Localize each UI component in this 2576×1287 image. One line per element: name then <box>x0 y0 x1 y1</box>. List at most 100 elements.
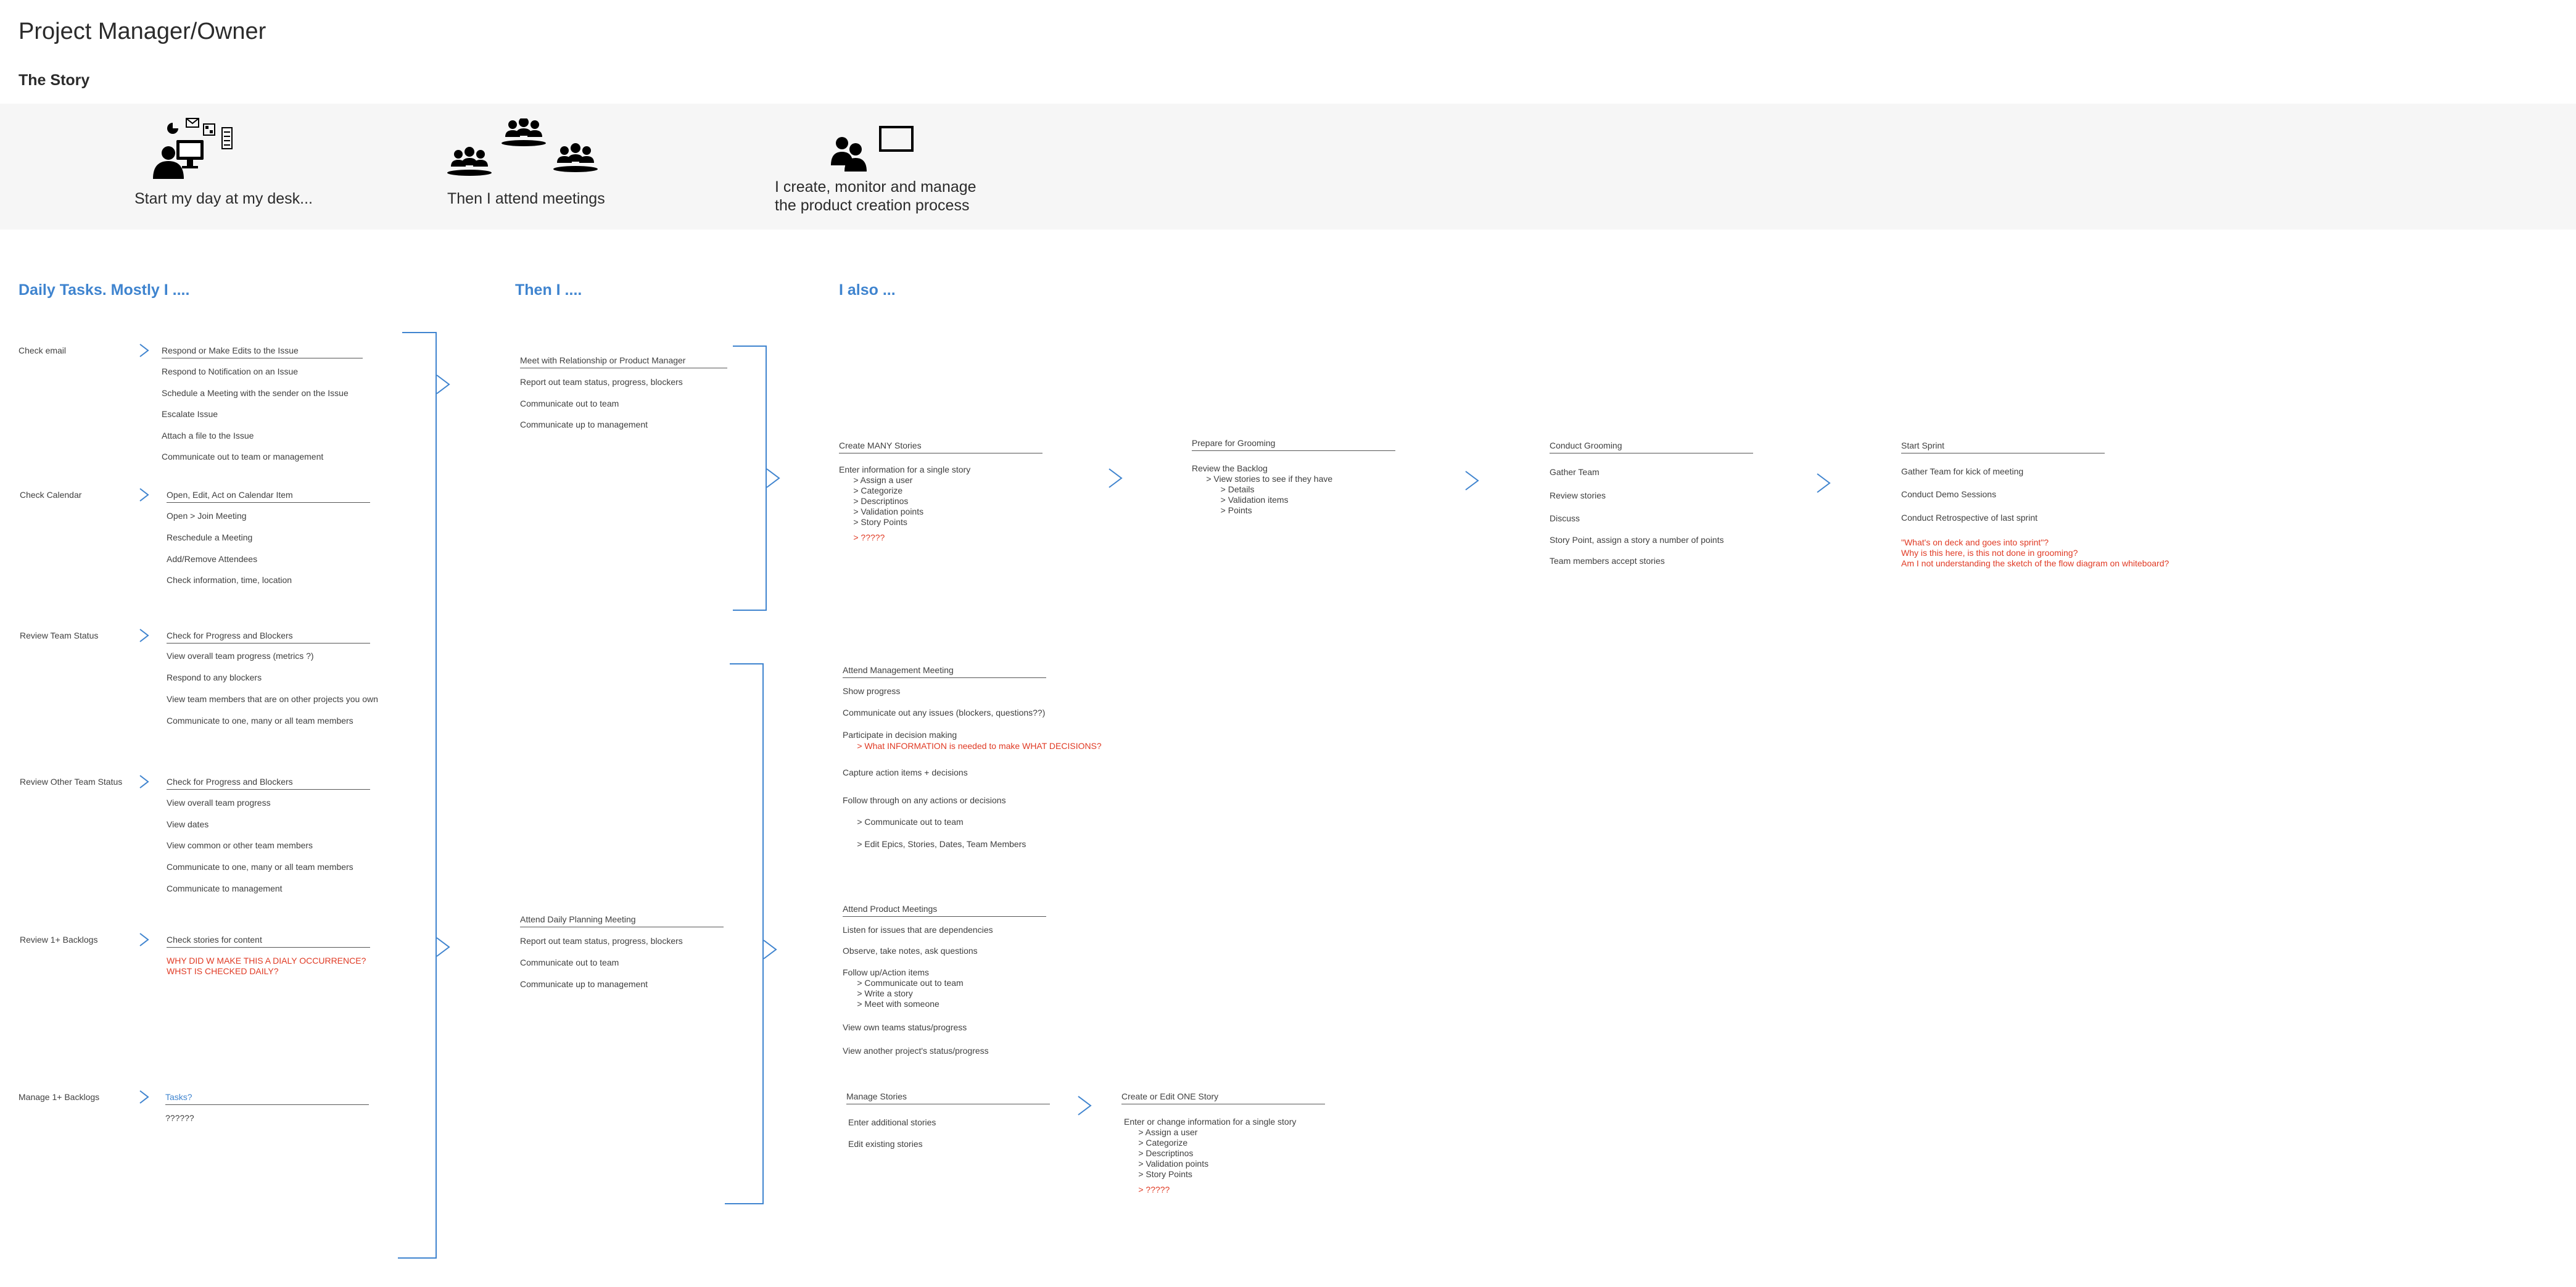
daily-item: View team members that are on other proj… <box>167 694 378 704</box>
daily-label-review-backlogs: Review 1+ Backlogs <box>20 935 98 945</box>
flow-header-start-sprint: Start Sprint <box>1901 441 2105 453</box>
daily-item: View overall team progress <box>167 798 271 808</box>
then-item: Communicate out to team <box>520 958 619 967</box>
daily-item: Escalate Issue <box>162 409 218 419</box>
chevron-right-icon <box>1817 473 1831 493</box>
product-follow-up: Follow up/Action items > Communicate out… <box>843 967 964 1009</box>
flow-header-create-stories: Create MANY Stories <box>839 441 1042 453</box>
daily-item: Respond to any blockers <box>167 672 262 682</box>
daily-label-review-other-team-status: Review Other Team Status <box>20 777 123 787</box>
daily-note-red: WHY DID W MAKE THIS A DIALY OCCURRENCE? … <box>167 956 366 976</box>
product-item: Listen for issues that are dependencies <box>843 925 993 935</box>
daily-header-other-team: Check for Progress and Blockers <box>167 777 370 790</box>
meetings-icon <box>447 118 598 176</box>
chevron-right-icon <box>1108 468 1123 488</box>
page-subtitle: The Story <box>19 72 90 89</box>
chevron-right-icon <box>139 344 149 357</box>
bracket-then-upper <box>733 346 767 347</box>
chevron-right-icon <box>1078 1096 1092 1115</box>
chevron-right-icon <box>436 375 450 394</box>
flow-note-red: "What's on deck and goes into sprint"? W… <box>1901 537 2169 568</box>
chevron-right-icon <box>139 933 149 946</box>
bracket-daily <box>436 332 437 1259</box>
chevron-right-icon <box>1465 471 1479 490</box>
daily-header-review-backlogs: Check stories for content <box>167 935 370 948</box>
daily-item: Reschedule a Meeting <box>167 532 253 542</box>
flow-body: Review the Backlog > View stories to see… <box>1192 463 1333 515</box>
daily-item: Attach a file to the Issue <box>162 431 254 441</box>
chevron-right-icon <box>139 1090 149 1104</box>
edit-one-story-body: Enter or change information for a single… <box>1124 1117 1297 1179</box>
daily-item: Schedule a Meeting with the sender on th… <box>162 388 349 398</box>
daily-label-manage-backlogs: Manage 1+ Backlogs <box>19 1092 100 1102</box>
daily-label-check-calendar: Check Calendar <box>20 490 82 500</box>
chevron-right-icon <box>763 940 777 959</box>
flow-item: Gather Team for kick of meeting <box>1901 466 2024 476</box>
edit-one-story-red: > ????? <box>1124 1185 1170 1194</box>
mgmt-item: Show progress <box>843 686 901 696</box>
daily-label-check-email: Check email <box>19 346 67 355</box>
then-header-meet: Meet with Relationship or Product Manage… <box>520 355 727 368</box>
daily-header-team-status: Check for Progress and Blockers <box>167 631 370 644</box>
mgmt-item: > Communicate out to team <box>843 817 964 827</box>
daily-header-email: Respond or Make Edits to the Issue <box>162 346 363 358</box>
daily-item: Communicate to one, many or all team mem… <box>167 716 353 726</box>
edit-one-story-header: Create or Edit ONE Story <box>1121 1091 1325 1104</box>
then-item: Communicate up to management <box>520 979 648 989</box>
mgmt-item: Follow through on any actions or decisio… <box>843 795 1006 805</box>
flow-item: Story Point, assign a story a number of … <box>1550 535 1724 545</box>
daily-item: Add/Remove Attendees <box>167 554 258 564</box>
flow-item: Review stories <box>1550 490 1606 500</box>
flow-item: Discuss <box>1550 513 1580 523</box>
daily-item: View overall team progress (metrics ?) <box>167 651 314 661</box>
daily-header-calendar: Open, Edit, Act on Calendar Item <box>167 490 370 503</box>
then-header-daily-planning: Attend Daily Planning Meeting <box>520 914 724 927</box>
manage-item: Edit existing stories <box>848 1139 923 1149</box>
product-item: View own teams status/progress <box>843 1022 967 1032</box>
chevron-right-icon <box>139 629 149 642</box>
bracket-daily <box>398 1257 437 1259</box>
section-daily-tasks: Daily Tasks. Mostly I .... <box>19 281 190 299</box>
section-then: Then I .... <box>515 281 582 299</box>
bracket-then-lower <box>730 663 764 664</box>
chevron-right-icon <box>139 488 149 502</box>
then-item: Communicate out to team <box>520 399 619 408</box>
daily-item: View dates <box>167 819 209 829</box>
bracket-daily <box>402 332 437 333</box>
product-header: Attend Product Meetings <box>843 904 1046 917</box>
daily-item: Respond to Notification on an Issue <box>162 366 299 376</box>
bracket-then-lower <box>725 1203 764 1204</box>
daily-item: Check information, time, location <box>167 575 292 585</box>
chevron-right-icon <box>139 775 149 788</box>
story-caption-desk: Start my day at my desk... <box>134 190 313 207</box>
daily-header-tasks[interactable]: Tasks? <box>165 1092 369 1105</box>
bracket-then-lower <box>762 663 764 1204</box>
story-band <box>0 104 2576 230</box>
manage-item: Enter additional stories <box>848 1117 936 1127</box>
product-item: View another project's status/progress <box>843 1046 989 1056</box>
bracket-then-upper <box>766 346 767 611</box>
daily-label-review-team-status: Review Team Status <box>20 631 99 640</box>
mgmt-note-red: > What INFORMATION is needed to make WHA… <box>843 741 1102 751</box>
then-item: Report out team status, progress, blocke… <box>520 936 683 946</box>
story-caption-meetings: Then I attend meetings <box>447 190 605 207</box>
page-title: Project Manager/Owner <box>19 19 266 44</box>
flow-item: Team members accept stories <box>1550 556 1665 566</box>
then-item: Report out team status, progress, blocke… <box>520 377 683 387</box>
desk-worker-icon <box>153 118 233 179</box>
then-item: Communicate up to management <box>520 420 648 429</box>
daily-item: Communicate to management <box>167 884 283 893</box>
product-item: Observe, take notes, ask questions <box>843 946 978 956</box>
flow-header-conduct-grooming: Conduct Grooming <box>1550 441 1753 453</box>
daily-item: Communicate to one, many or all team mem… <box>167 862 353 872</box>
bracket-then-upper <box>733 610 767 611</box>
daily-item: ?????? <box>165 1113 194 1123</box>
flow-body: Enter information for a single story > A… <box>839 465 971 527</box>
daily-item: Communicate out to team or management <box>162 452 324 461</box>
chevron-right-icon <box>766 468 780 488</box>
flow-header-prepare-grooming: Prepare for Grooming <box>1192 438 1395 451</box>
presentation-icon <box>831 126 914 172</box>
flow-body-red: > ????? <box>839 532 885 542</box>
flow-item: Gather Team <box>1550 467 1600 477</box>
chevron-right-icon <box>436 937 450 957</box>
